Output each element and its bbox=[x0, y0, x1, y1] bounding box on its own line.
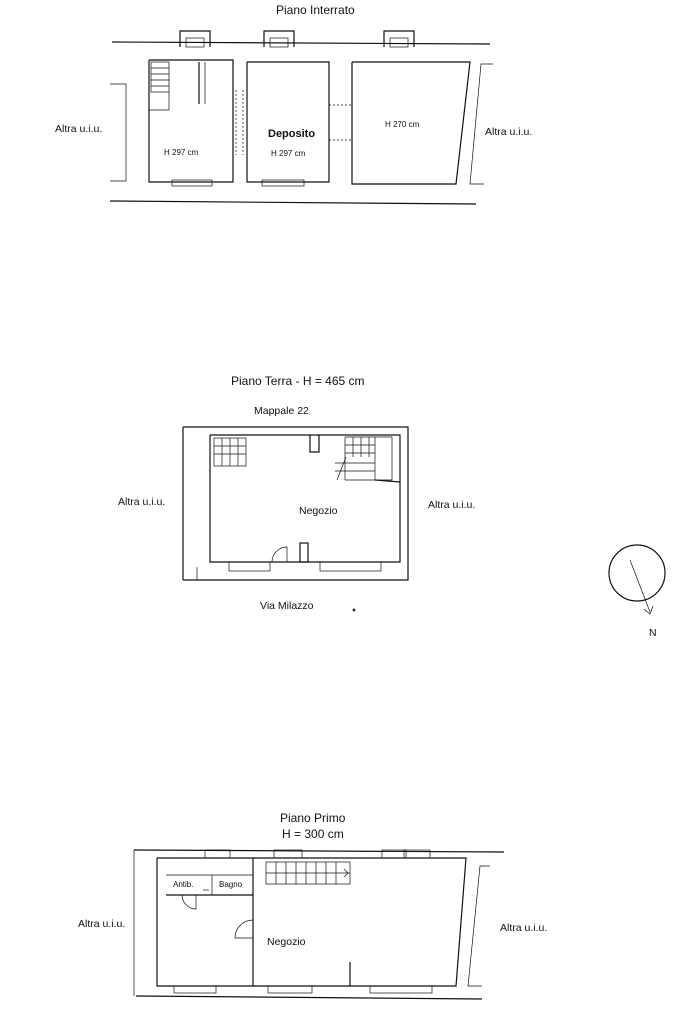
basement-shaft-3-inner bbox=[389, 37, 409, 48]
basement-title: Piano Interrato bbox=[276, 3, 355, 17]
basement-room-1 bbox=[148, 59, 234, 183]
ground-pillar bbox=[299, 542, 309, 563]
first-antib: Antib. bbox=[173, 880, 193, 889]
basement-bottom-line bbox=[109, 200, 477, 205]
basement-room-3 bbox=[351, 61, 471, 185]
ground-door bbox=[271, 546, 288, 563]
basement-shaft-1 bbox=[179, 30, 211, 47]
ground-window-1 bbox=[228, 561, 271, 572]
first-bottom-line bbox=[135, 995, 483, 1000]
basement-shaft-1-inner bbox=[185, 37, 205, 48]
first-height: H = 300 cm bbox=[282, 827, 344, 841]
first-room-name: Negozio bbox=[267, 936, 306, 948]
basement-room-2 bbox=[246, 61, 330, 183]
basement-left-neighbor: Altra u.i.u. bbox=[55, 123, 102, 135]
first-bagno: Bagno bbox=[219, 880, 243, 889]
first-plan: Piano Primo H = 300 cm bbox=[78, 811, 547, 1000]
basement-left-neighbor-wall bbox=[110, 83, 127, 182]
basement-stair bbox=[150, 61, 170, 93]
first-outer-wall bbox=[156, 857, 467, 987]
basement-top-line bbox=[111, 41, 491, 45]
basement-shaft-3 bbox=[383, 30, 415, 47]
ground-left-neighbor: Altra u.i.u. bbox=[118, 496, 165, 508]
basement-shaft-2 bbox=[263, 30, 295, 47]
ground-shop-room bbox=[209, 434, 401, 563]
basement-right-neighbor-wall bbox=[469, 63, 493, 185]
compass-north: N bbox=[649, 627, 657, 639]
first-right-neighbor-wall bbox=[467, 865, 490, 987]
first-top-line bbox=[133, 849, 505, 853]
basement-window-1 bbox=[171, 179, 213, 187]
ground-outer-wall bbox=[183, 426, 409, 581]
basement-room-3-height: H 270 cm bbox=[385, 120, 420, 129]
first-right-neighbor: Altra u.i.u. bbox=[500, 922, 547, 934]
first-door-2 bbox=[234, 919, 254, 939]
ground-window-2 bbox=[319, 561, 382, 572]
ground-top-label: Mappale 22 bbox=[254, 405, 309, 417]
compass-needle-icon bbox=[629, 559, 651, 613]
basement-plan: Piano Interrato H 297 cm Deposito H 29 bbox=[55, 3, 532, 205]
basement-room-2-name: Deposito bbox=[268, 128, 315, 140]
ground-right-neighbor: Altra u.i.u. bbox=[428, 499, 475, 511]
ground-plan: Piano Terra - H = 465 cm Mappale 22 bbox=[118, 374, 475, 612]
first-door-1 bbox=[181, 894, 197, 910]
ground-dot bbox=[352, 608, 356, 612]
basement-right-neighbor: Altra u.i.u. bbox=[485, 126, 532, 138]
basement-room-1-height: H 297 cm bbox=[164, 148, 199, 157]
ground-stair-2 bbox=[345, 436, 393, 481]
first-title: Piano Primo bbox=[280, 811, 346, 825]
ground-title: Piano Terra - H = 465 cm bbox=[231, 374, 365, 388]
compass-circle bbox=[608, 544, 666, 602]
basement-window-2 bbox=[261, 179, 305, 187]
compass: N bbox=[608, 544, 666, 639]
basement-room-2-height: H 297 cm bbox=[271, 149, 306, 158]
ground-room-name: Negozio bbox=[299, 505, 338, 517]
ground-street: Via Milazzo bbox=[260, 600, 314, 612]
first-left-neighbor: Altra u.i.u. bbox=[78, 918, 125, 930]
basement-shaft-2-inner bbox=[269, 37, 289, 48]
